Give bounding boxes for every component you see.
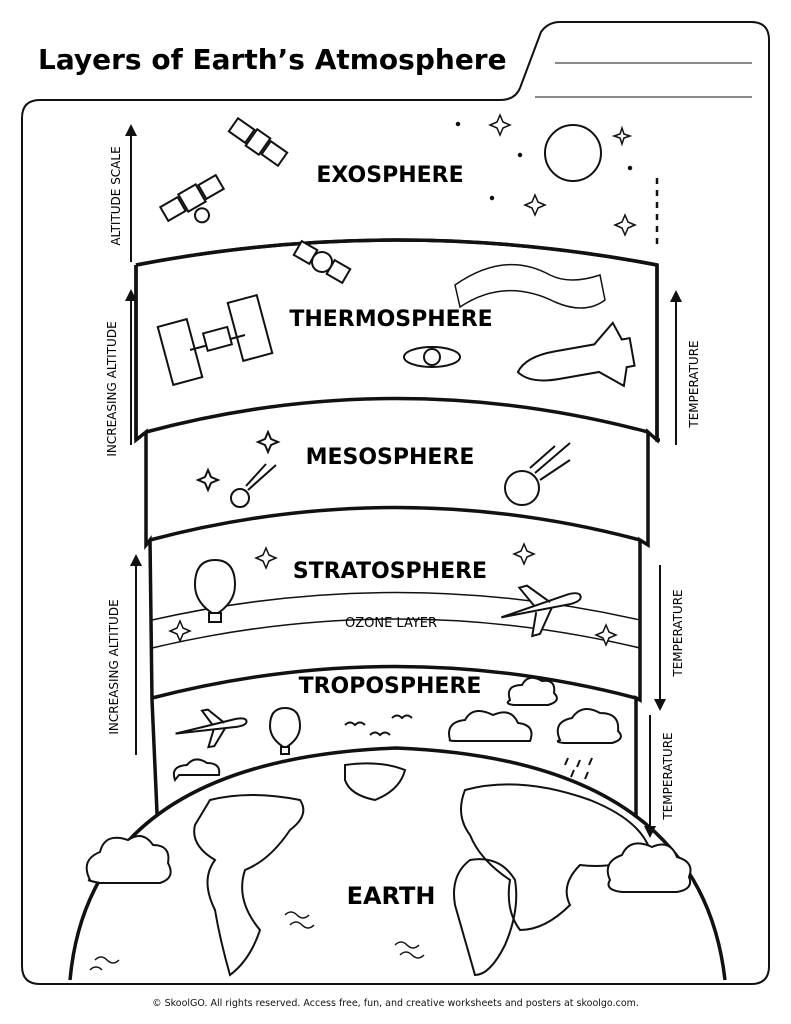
worksheet-frame [21, 21, 770, 985]
waves-2 [394, 941, 425, 959]
temperature-label-1: TEMPERATURE [687, 340, 701, 428]
increasing-altitude-label-bottom: INCREASING ALTITUDE [107, 599, 121, 734]
mesosphere-top-arc [145, 396, 649, 434]
label-ozone-layer: OZONE LAYER [345, 616, 437, 631]
continent-africa [453, 858, 518, 977]
column-right-wall [634, 265, 659, 835]
satellite-icon-2 [292, 239, 352, 285]
continent-americas [193, 794, 305, 977]
continent-eurasia [460, 783, 652, 932]
label-stratosphere: STRATOSPHERE [293, 559, 487, 584]
cloud-group-icon [448, 710, 533, 742]
moon-icon [544, 124, 602, 182]
label-mesosphere: MESOSPHERE [306, 445, 475, 470]
waves-1 [284, 911, 315, 929]
thermosphere-top-arc [135, 238, 658, 267]
airplane-icon [501, 584, 582, 638]
altitude-scale-label: ALTITUDE SCALE [109, 146, 123, 245]
aurora-icon [454, 263, 606, 309]
temperature-label-2: TEMPERATURE [671, 589, 685, 677]
stratosphere-stars-icon [168, 542, 618, 647]
increasing-altitude-label-top: INCREASING ALTITUDE [105, 321, 119, 456]
ozone-arc-bottom [151, 618, 641, 649]
hot-air-balloon-icon [193, 558, 237, 623]
label-exosphere: EXOSPHERE [316, 163, 463, 188]
rain-cloud-icon [556, 708, 622, 780]
low-cloud-icon [172, 758, 221, 783]
stars-icon [455, 113, 637, 237]
cloud-icon [506, 676, 558, 706]
footer-copyright: © SkoolGO. All rights reserved. Access f… [152, 998, 639, 1009]
space-shuttle-icon [516, 321, 636, 388]
meteor-icon [195, 429, 571, 508]
airplane-small-icon [175, 708, 248, 749]
earth-cloud-right [606, 842, 692, 893]
troposphere-top-arc [151, 664, 637, 700]
label-earth: EARTH [347, 882, 436, 910]
stratosphere-top-arc [149, 505, 641, 542]
column-left-wall [134, 265, 160, 836]
page-title: Layers of Earth’s Atmosphere [38, 43, 507, 76]
label-thermosphere: THERMOSPHERE [289, 307, 492, 332]
birds-icon [344, 714, 413, 737]
hot-air-balloon-small-icon [268, 706, 302, 755]
waves-3 [89, 956, 120, 971]
earth-cloud-left [85, 835, 172, 884]
temperature-label-3: TEMPERATURE [661, 732, 675, 820]
continent-greenland [344, 762, 407, 802]
small-satellite-icon [403, 346, 461, 368]
space-station-icon [156, 293, 274, 387]
satellite-dish-icon [158, 173, 226, 224]
satellite-icon [227, 116, 289, 168]
label-troposphere: TROPOSPHERE [299, 674, 482, 699]
